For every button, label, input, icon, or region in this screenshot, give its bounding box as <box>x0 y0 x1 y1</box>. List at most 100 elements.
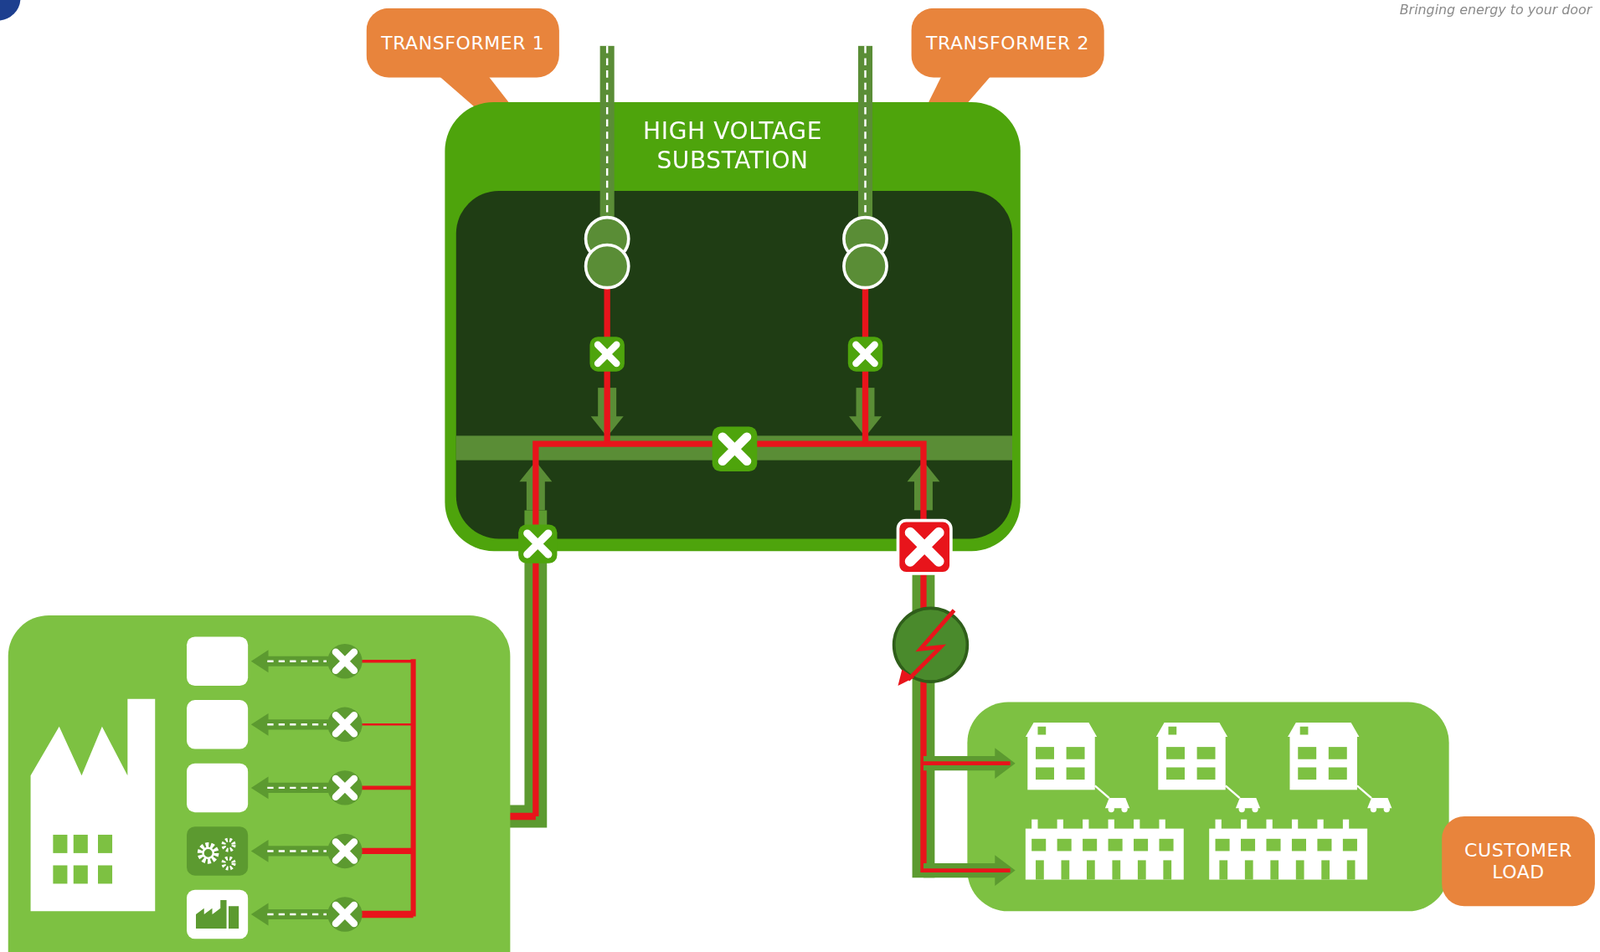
supply-arrow <box>251 776 330 799</box>
house-window <box>1166 767 1185 781</box>
circuit-breaker-x <box>527 533 549 555</box>
chimney <box>1159 819 1166 830</box>
terrace-window <box>1057 838 1072 852</box>
bus-coupler-breaker-x <box>722 437 747 462</box>
house-window <box>1328 746 1348 760</box>
terrace-door <box>1245 859 1254 880</box>
tagline: Bringing energy to your door <box>1399 1 1593 17</box>
bus-coupler-breaker <box>712 426 758 472</box>
supply-arrow <box>251 713 330 736</box>
energised-line <box>411 658 417 916</box>
transmission-line <box>858 46 873 222</box>
transmission-line-dash <box>606 46 608 215</box>
chimney <box>1317 819 1323 830</box>
house-window <box>1035 746 1055 760</box>
supply-arrow <box>923 747 1016 779</box>
terrace-door <box>1296 859 1305 880</box>
terrace-house <box>1025 828 1184 880</box>
circuit-breaker-x <box>335 652 355 671</box>
transmission-line <box>600 46 615 222</box>
house-window <box>1297 746 1317 760</box>
terrace-window <box>1317 838 1332 852</box>
terrace-window <box>1082 838 1097 852</box>
chimney <box>1265 819 1272 830</box>
car-wheel <box>1239 806 1246 813</box>
gear-icon <box>223 858 234 869</box>
car-wheel <box>1251 806 1258 813</box>
transmission-line-dash <box>864 46 866 215</box>
terrace-window <box>1265 838 1281 852</box>
fault-bolt <box>908 610 955 680</box>
factory-window <box>97 834 113 854</box>
circuit-breaker-x <box>335 905 355 924</box>
bus-coupler-breaker-x <box>722 437 747 462</box>
circuit-breaker-x <box>597 344 617 364</box>
circuit-breaker-x <box>597 344 617 364</box>
circuit-breaker-x <box>335 715 355 734</box>
house-window <box>1066 746 1086 760</box>
supply-arrow <box>923 854 1016 886</box>
plant-box <box>186 890 248 940</box>
terrace-door <box>1035 859 1045 880</box>
house-solar <box>1167 726 1177 736</box>
circuit-breaker-x <box>335 778 355 798</box>
transformer-symbol <box>843 245 887 289</box>
terrace-house <box>1209 828 1368 880</box>
chimney <box>1291 819 1298 830</box>
factory-window <box>52 834 67 854</box>
gear-icon <box>223 839 234 850</box>
substation-panel: HIGH VOLTAGE SUBSTATION <box>444 102 1020 551</box>
terrace-door <box>1111 859 1121 880</box>
house-roof <box>1025 722 1097 737</box>
callout-box: TRANSFORMER 1 <box>366 8 559 78</box>
house-roof <box>1156 722 1228 737</box>
house-window <box>1066 767 1086 781</box>
supply-arrow-dash <box>267 723 327 726</box>
chimney <box>1057 819 1064 830</box>
terrace-window <box>1291 838 1307 852</box>
gear-icon <box>203 848 214 859</box>
terrace-window <box>1240 838 1256 852</box>
substation-panel <box>444 102 1020 551</box>
terrace-window <box>1159 838 1174 852</box>
terrace-door <box>1347 859 1356 880</box>
plant-box <box>186 826 248 876</box>
substation-inner <box>456 190 1013 540</box>
supply-arrow-dash <box>267 913 327 916</box>
terrace-door <box>1219 859 1228 880</box>
industry-icon <box>228 905 239 929</box>
terrace-door <box>1270 859 1279 880</box>
circuit-breaker <box>327 770 362 805</box>
chimney <box>1215 819 1222 830</box>
logo-fragment <box>0 0 21 21</box>
circuit-breaker <box>518 524 557 563</box>
callout-text: TRANSFORMER 2 <box>926 30 1090 54</box>
circuit-breaker-x <box>335 905 355 924</box>
circuit-breaker-x <box>335 778 355 798</box>
energised-line <box>923 761 1011 766</box>
terrace-window <box>1108 838 1123 852</box>
circuit-breaker <box>327 707 362 742</box>
circuit-breaker-x <box>335 841 355 860</box>
supply-arrow <box>251 649 330 673</box>
house <box>1290 736 1358 790</box>
chimney <box>1342 819 1349 830</box>
terrace-door <box>1086 859 1096 880</box>
supply-arrow-dash <box>267 660 327 663</box>
terrace-window <box>1215 838 1230 852</box>
circuit-breaker-x <box>335 652 355 671</box>
factory-panel <box>8 615 511 952</box>
callout-box: CUSTOMER LOAD <box>1441 816 1595 906</box>
house-solar <box>1037 726 1046 736</box>
circuit-breaker-x <box>527 533 549 555</box>
factory-window <box>73 865 88 885</box>
house-roof <box>1287 722 1359 737</box>
charging-cable <box>1225 785 1240 798</box>
circuit-breaker-x <box>855 344 875 364</box>
plant-box <box>186 637 248 687</box>
terrace-door <box>1162 859 1172 880</box>
circuit-breaker <box>589 336 624 371</box>
terrace-window <box>1342 838 1358 852</box>
house <box>1157 736 1225 790</box>
